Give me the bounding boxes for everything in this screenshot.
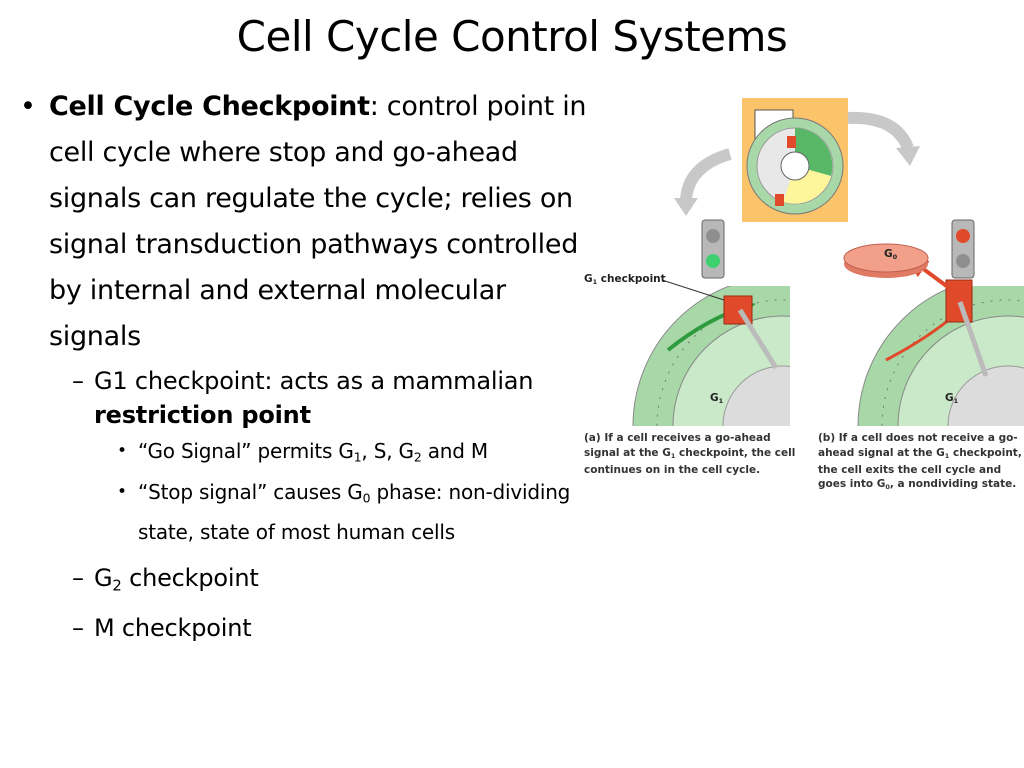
g1-checkpoint-text: G1 checkpoint: acts as a mammalian (94, 367, 534, 395)
bullet-marker: • (117, 441, 127, 461)
label-g1-left: G1 (710, 392, 724, 405)
arrow-right-head (896, 146, 920, 166)
definition-text: : control point in cell cycle where stop… (49, 91, 587, 352)
sub-bullet-list: – G1 checkpoint: acts as a mammalian res… (20, 364, 590, 645)
traffic-light-b (951, 219, 975, 279)
bullet-marker: • (117, 481, 127, 502)
sub-bullet-m-checkpoint: – M checkpoint (20, 611, 590, 645)
slide-title: Cell Cycle Control Systems (236, 12, 788, 61)
go-signal-text: “Go Signal” permits G1, S, G2 and M (138, 439, 488, 465)
cell-cycle-inset (742, 98, 848, 222)
caption-b: (b) If a cell does not receive a go-ahea… (818, 432, 1022, 492)
bullet-stop-signal: • “Stop signal” causes G0 phase: non-div… (20, 475, 590, 550)
inset-center (780, 151, 810, 181)
slide-content: • Cell Cycle Checkpoint: control point i… (20, 84, 590, 645)
gate-bar-a (737, 308, 779, 370)
stop-signal-text: “Stop signal” causes G0 phase: non-divid… (138, 479, 571, 545)
m-checkpoint-text: M checkpoint (94, 613, 252, 642)
checkpoint-diagram (632, 98, 1024, 426)
label-g0: G0 (884, 248, 898, 261)
bullet-marker: • (20, 91, 36, 122)
checkpoint-figure: G1 checkpoint G0 G1 G1 (a) If a cell rec… (578, 96, 1024, 506)
restriction-point-bold: restriction point (94, 401, 311, 429)
label-g1-checkpoint: G1 checkpoint (584, 273, 666, 286)
g0-disc (843, 243, 929, 278)
bullet-go-signal: • “Go Signal” permits G1, S, G2 and M (20, 434, 590, 475)
panel-b-cycle (857, 286, 1024, 426)
label-g1-right: G1 (945, 392, 959, 405)
dash-marker: – (72, 367, 84, 395)
sub-bullet-g2-checkpoint: – G2 checkpoint (20, 561, 590, 602)
dash-marker: – (72, 564, 84, 593)
caption-a: (a) If a cell receives a go-ahead signal… (584, 432, 796, 476)
arrow-left-head (674, 198, 698, 216)
traffic-light-a (701, 219, 725, 279)
inset-checkpoint-1 (787, 136, 796, 148)
g1-checkpoint-pointer (661, 279, 725, 301)
g1-sub-list: • “Go Signal” permits G1, S, G2 and M • … (20, 434, 590, 549)
bullet-cell-cycle-checkpoint: • Cell Cycle Checkpoint: control point i… (20, 84, 590, 360)
term-cell-cycle-checkpoint: Cell Cycle Checkpoint (49, 91, 370, 122)
dash-marker: – (72, 613, 84, 642)
sub-bullet-g1-checkpoint: – G1 checkpoint: acts as a mammalian res… (20, 364, 590, 432)
arrow-left-curve (680, 148, 732, 201)
gate-bar-b (957, 301, 989, 377)
arrow-right-curve (847, 111, 914, 151)
inset-checkpoint-2 (775, 194, 784, 206)
